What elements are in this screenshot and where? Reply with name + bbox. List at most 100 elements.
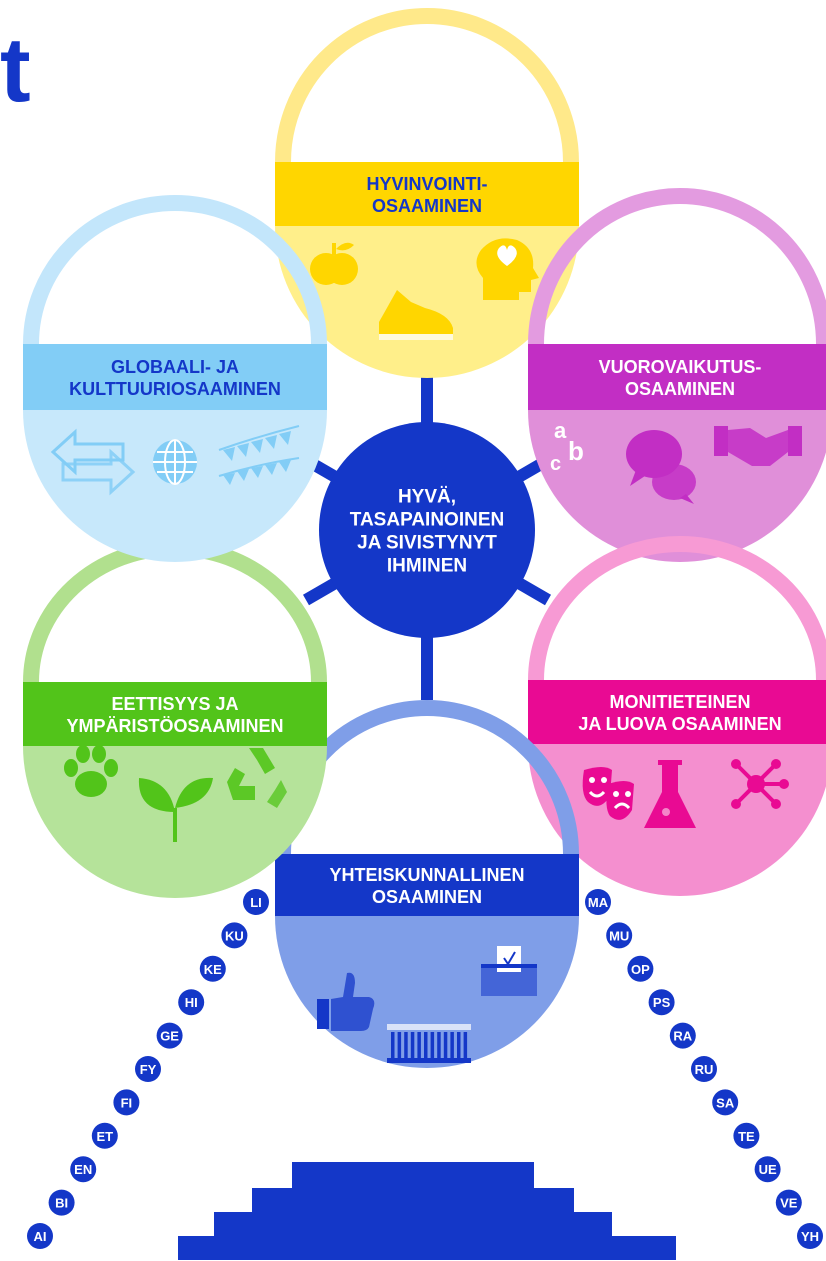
subject-label: KU	[225, 928, 244, 943]
basket-vuorovaikutus: VUOROVAIKUTUS-OSAAMINEN abc	[528, 188, 826, 562]
subject-badge-mu: MU	[606, 922, 633, 949]
flask-icon	[644, 760, 696, 828]
subject-badge-fi: FI	[113, 1089, 140, 1116]
basket-label-line: KULTTUURIOSAAMINEN	[69, 379, 281, 399]
apple-icon	[310, 242, 358, 285]
recycle-icon	[227, 748, 287, 808]
center-label-line: IHMINEN	[387, 556, 467, 577]
basket-label-line: GLOBAALI- JA	[111, 357, 239, 377]
subject-label: RU	[695, 1062, 714, 1077]
subject-label: MA	[588, 895, 609, 910]
basket-band	[23, 682, 327, 746]
basket-band	[528, 680, 826, 744]
svg-text:b: b	[568, 436, 584, 466]
subject-badge-te: TE	[733, 1122, 760, 1149]
subject-badge-ma: MA	[585, 889, 611, 915]
ballot-box-icon	[481, 946, 537, 996]
subject-badge-et: ET	[91, 1122, 118, 1149]
subject-badge-bi: BI	[48, 1189, 75, 1216]
center-circle	[319, 422, 535, 638]
thumbs-up-icon	[317, 972, 375, 1031]
basket-label-line: HYVINVOINTI-	[366, 174, 487, 194]
step-block	[178, 1236, 676, 1260]
base-steps	[178, 1162, 676, 1260]
subject-badge-sa: SA	[712, 1089, 739, 1116]
subject-label: ET	[96, 1129, 113, 1144]
subject-label: YH	[801, 1229, 819, 1244]
subject-badge-li: LI	[243, 889, 269, 915]
subject-badge-ke: KE	[199, 955, 226, 982]
basket-handle	[275, 8, 579, 163]
subject-label: AI	[34, 1229, 47, 1244]
subject-badge-en: EN	[70, 1156, 97, 1183]
subject-label: GE	[160, 1029, 179, 1044]
subject-label: FI	[121, 1095, 133, 1110]
subject-label: LI	[250, 895, 262, 910]
subject-label: TE	[738, 1129, 755, 1144]
basket-label-line: MONITIETEINEN	[609, 692, 750, 712]
center-label-line: JA SIVISTYNYT	[357, 533, 497, 554]
subject-label: KE	[204, 962, 222, 977]
basket-handle	[528, 536, 826, 681]
subject-label: BI	[55, 1196, 68, 1211]
subject-label: PS	[653, 995, 671, 1010]
center-label-line: TASAPAINOINEN	[350, 510, 504, 531]
basket-handle	[23, 195, 327, 345]
parliament-icon	[387, 1024, 471, 1063]
basket-label-line: OSAAMINEN	[372, 887, 482, 907]
subject-badge-fy: FY	[135, 1056, 161, 1082]
subject-label: MU	[609, 928, 629, 943]
subject-badge-ue: UE	[754, 1156, 781, 1183]
basket-band	[275, 854, 579, 916]
bunting-icon	[218, 425, 300, 485]
step-block	[292, 1162, 534, 1190]
subject-badge-ve: VE	[775, 1189, 802, 1216]
sprout-icon	[138, 777, 213, 842]
subject-label: FY	[140, 1062, 157, 1077]
basket-label-line: YHTEISKUNNALLINEN	[329, 865, 524, 885]
theater-masks-icon	[582, 767, 634, 820]
basket-handle	[528, 188, 826, 345]
subject-label: OP	[631, 962, 650, 977]
subject-badge-yh: YH	[797, 1223, 823, 1249]
competence-baskets: HYVINVOINTI-OSAAMINENVUOROVAIKUTUS-OSAAM…	[23, 8, 826, 1068]
basket-label-line: YMPÄRISTÖOSAAMINEN	[66, 716, 283, 736]
basket-handle	[23, 540, 327, 683]
subject-badge-ku: KU	[221, 922, 248, 949]
subject-badge-ra: RA	[669, 1022, 696, 1049]
globe-icon	[153, 439, 197, 485]
head-heart-icon	[476, 238, 539, 300]
basket-band	[528, 344, 826, 410]
svg-text:c: c	[550, 453, 561, 475]
basket-label-line: JA LUOVA OSAAMINEN	[578, 714, 781, 734]
svg-text:a: a	[554, 418, 567, 443]
subject-badge-ru: RU	[691, 1056, 717, 1082]
subject-label: SA	[716, 1095, 735, 1110]
subject-label: UE	[759, 1162, 777, 1177]
speech-bubbles-icon	[626, 430, 696, 504]
subject-badge-ps: PS	[648, 989, 675, 1016]
step-block	[214, 1212, 612, 1238]
paw-icon	[64, 745, 118, 797]
subject-badge-ge: GE	[156, 1022, 183, 1049]
center-label-line: HYVÄ,	[398, 487, 456, 508]
basket-hyvinvointi: HYVINVOINTI-OSAAMINEN	[275, 8, 579, 378]
subject-label: RA	[673, 1029, 692, 1044]
basket-label-line: OSAAMINEN	[625, 379, 735, 399]
subject-badge-hi: HI	[178, 989, 205, 1016]
subject-label: VE	[780, 1196, 798, 1211]
molecule-icon	[731, 759, 789, 809]
subject-badge-op: OP	[627, 955, 654, 982]
title-fragment: t	[0, 20, 31, 120]
basket-label-line: VUOROVAIKUTUS-	[599, 357, 762, 377]
basket-label-line: OSAAMINEN	[372, 196, 482, 216]
step-block	[252, 1188, 574, 1214]
arrows-icon	[50, 428, 136, 496]
